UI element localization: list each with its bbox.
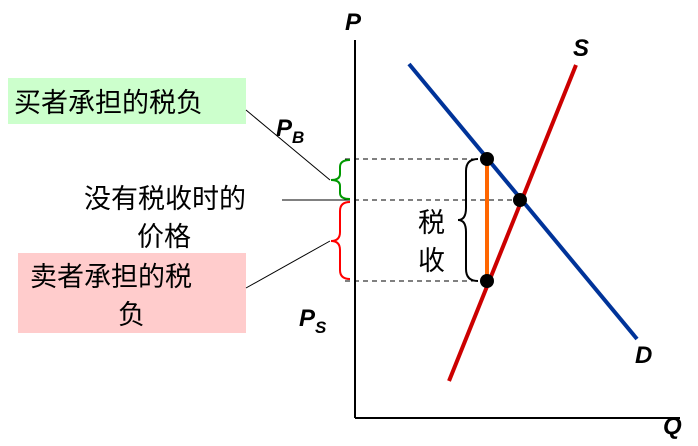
price-axis-label: P (345, 9, 362, 36)
buyer-price-point (480, 152, 494, 166)
buyer-burden-box (8, 78, 246, 124)
demand-curve-label: D (635, 342, 652, 369)
buyer-price-label: PB (276, 115, 304, 147)
seller-burden-brace (330, 201, 351, 280)
equilibrium-point (513, 193, 527, 207)
seller-burden-box (18, 253, 246, 333)
buyer-price-subscript: B (292, 128, 304, 147)
supply-curve-label: S (573, 35, 589, 62)
seller-burden-label-line1: 卖者承担的税 (30, 262, 192, 293)
seller-price-main: P (299, 305, 316, 332)
buyer-burden-leader (245, 109, 331, 181)
tax-label-line1: 税 (418, 208, 445, 239)
no-tax-price-label-line1: 没有税收时的 (84, 184, 246, 215)
buyer-price-main: P (276, 115, 293, 142)
no-tax-price-label-line2: 价格 (137, 222, 191, 253)
seller-burden-label-line2: 负 (118, 300, 145, 331)
seller-burden-leader (245, 240, 331, 289)
tax-label-line2: 收 (418, 246, 445, 277)
seller-price-label: PS (299, 305, 327, 337)
tax-brace (457, 158, 479, 282)
buyer-burden-label: 买者承担的税负 (14, 88, 203, 119)
seller-price-point (480, 274, 494, 288)
supply-curve (447, 64, 578, 382)
quantity-axis-label: Q (663, 413, 682, 440)
buyer-burden-brace (330, 159, 351, 200)
seller-price-subscript: S (315, 318, 327, 337)
